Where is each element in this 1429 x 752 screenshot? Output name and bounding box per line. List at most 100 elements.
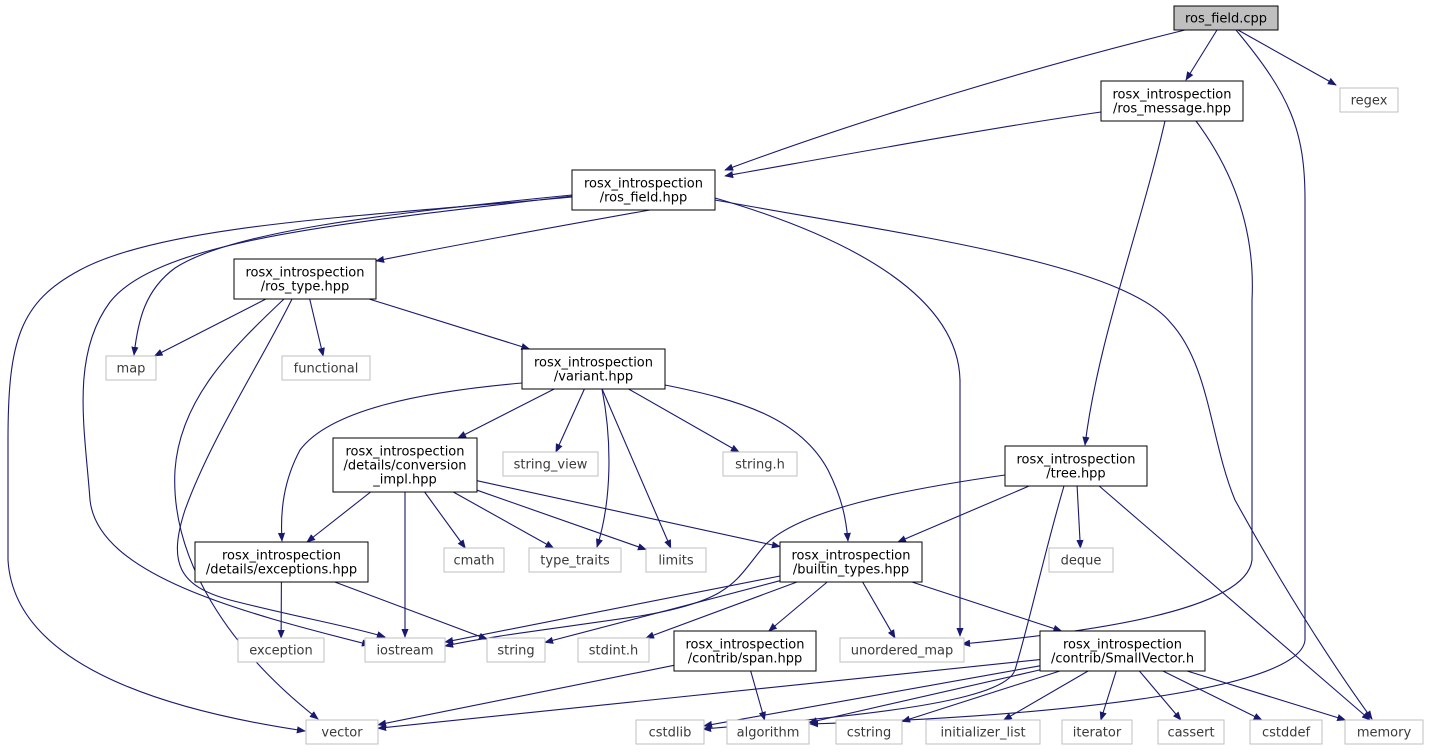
node-functional[interactable]: functional (281, 355, 371, 381)
node-label: algorithm (737, 726, 800, 741)
edge-conversion-to-cmath (424, 491, 466, 549)
node-string_view[interactable]: string_view (502, 451, 599, 477)
node-box (635, 719, 705, 745)
node-box (1004, 445, 1148, 487)
node-deque[interactable]: deque (1048, 547, 1114, 573)
node-cstdlib[interactable]: cstdlib (635, 719, 705, 745)
node-label: initializer_list (940, 726, 1025, 741)
node-box (839, 637, 965, 663)
node-limits[interactable]: limits (645, 547, 707, 573)
node-variant[interactable]: rosx_introspection/variant.hpp (521, 348, 666, 390)
node-exceptions[interactable]: rosx_introspection/details/exceptions.hp… (194, 541, 369, 583)
node-box (1100, 80, 1244, 122)
edge-smallvector-to-algorithm (808, 669, 1041, 725)
edge-ros_field-to-iostream (82, 195, 573, 647)
edge-variant-to-string_h (628, 388, 740, 453)
node-box (835, 719, 903, 745)
edge-conversion-to-exceptions (306, 491, 371, 543)
node-stdint[interactable]: stdint.h (577, 637, 650, 663)
node-string[interactable]: string (486, 637, 546, 663)
node-ros_type[interactable]: rosx_introspection/ros_type.hpp (233, 258, 377, 300)
node-regex[interactable]: regex (1339, 87, 1399, 113)
node-label: /variant.hpp (554, 370, 633, 385)
edge-exceptions-to-string (334, 581, 488, 640)
node-box (305, 719, 379, 745)
node-label: exception (249, 644, 313, 659)
edge-ros_type-to-iostream (176, 298, 386, 639)
node-ros_message[interactable]: rosx_introspection/ros_message.hpp (1100, 80, 1244, 122)
node-label: vector (321, 726, 363, 741)
node-algorithm[interactable]: algorithm (726, 719, 810, 745)
edge-ros_message-to-tree (1082, 120, 1166, 446)
node-box (1173, 5, 1279, 31)
node-box (779, 541, 923, 583)
edge-root-to-regex (1237, 29, 1337, 86)
node-cassert[interactable]: cassert (1157, 719, 1225, 745)
node-type_traits[interactable]: type_traits (528, 547, 622, 573)
node-iostream[interactable]: iostream (364, 637, 446, 663)
node-conversion[interactable]: rosx_introspection/details/conversion_im… (332, 437, 478, 493)
edge-variant-to-builtin (664, 384, 851, 542)
node-map[interactable]: map (105, 355, 157, 381)
edge-smallvector-to-initializer_list (1002, 670, 1089, 721)
edge-root-to-algorithm (809, 29, 1306, 728)
node-box (233, 258, 377, 300)
node-builtin[interactable]: rosx_introspection/builtin_types.hpp (779, 541, 923, 583)
node-smallvector[interactable]: rosx_introspection/contrib/SmallVector.h (1039, 630, 1206, 672)
node-box (1061, 719, 1133, 745)
node-label: rosx_introspection (1112, 88, 1231, 103)
node-label: /contrib/span.hpp (688, 652, 803, 667)
node-label: cmath (453, 554, 494, 569)
node-label: /details/conversion (343, 459, 466, 474)
node-label: iterator (1073, 726, 1122, 741)
edge-ros_type-to-functional (309, 298, 325, 357)
node-box (1249, 719, 1323, 745)
node-label: functional (294, 362, 359, 377)
node-label: regex (1351, 94, 1388, 109)
edge-ros_field-to-ros_type (375, 209, 651, 263)
nodes-layer: ros_field.cpp rosx_introspection/ros_mess… (105, 5, 1424, 745)
edge-span-to-vector (377, 664, 675, 727)
edge-ros_field-to-vector (7, 196, 573, 734)
node-cmath[interactable]: cmath (443, 547, 505, 573)
edge-conversion-to-type_traits (453, 491, 555, 549)
node-exception[interactable]: exception (237, 637, 325, 663)
edge-tree-to-memory (1098, 485, 1371, 721)
node-string_h[interactable]: string.h (722, 451, 798, 477)
edges-layer (7, 29, 1373, 734)
node-label: cstring (847, 726, 891, 741)
edge-smallvector-to-cstring (901, 670, 1061, 723)
node-label: /ros_message.hpp (1113, 102, 1231, 117)
node-label: rosx_introspection (791, 549, 910, 564)
node-initializer_list[interactable]: initializer_list (925, 719, 1041, 745)
edge-builtin-to-unordered_map (862, 581, 896, 639)
edge-tree-to-deque (1076, 485, 1084, 549)
node-label: rosx_introspection (222, 549, 341, 564)
node-box (577, 637, 650, 663)
edge-ros_field-to-unordered_map (714, 197, 964, 637)
edge-smallvector-to-cassert (1138, 670, 1182, 721)
node-tree[interactable]: rosx_introspection/tree.hpp (1004, 445, 1148, 487)
edge-ros_field-to-memory (714, 199, 1373, 720)
node-label: rosx_introspection (1016, 453, 1135, 468)
node-box (443, 547, 505, 573)
node-cstring[interactable]: cstring (835, 719, 903, 745)
node-box (521, 348, 666, 390)
node-ros_field[interactable]: rosx_introspection/ros_field.hpp (571, 169, 716, 211)
node-cstddef[interactable]: cstddef (1249, 719, 1323, 745)
node-iterator[interactable]: iterator (1061, 719, 1133, 745)
node-root[interactable]: ros_field.cpp (1173, 5, 1279, 31)
node-box (194, 541, 369, 583)
node-span[interactable]: rosx_introspection/contrib/span.hpp (673, 630, 817, 672)
node-label: deque (1061, 554, 1102, 569)
node-vector[interactable]: vector (305, 719, 379, 745)
node-label: memory (1357, 726, 1412, 741)
edge-conversion-to-builtin (476, 480, 781, 549)
node-unordered_map[interactable]: unordered_map (839, 637, 965, 663)
edge-variant-to-conversion (457, 388, 555, 439)
node-label: _impl.hpp (372, 473, 437, 488)
node-label: stdint.h (589, 644, 638, 659)
node-memory[interactable]: memory (1344, 719, 1424, 745)
node-box (722, 451, 798, 477)
